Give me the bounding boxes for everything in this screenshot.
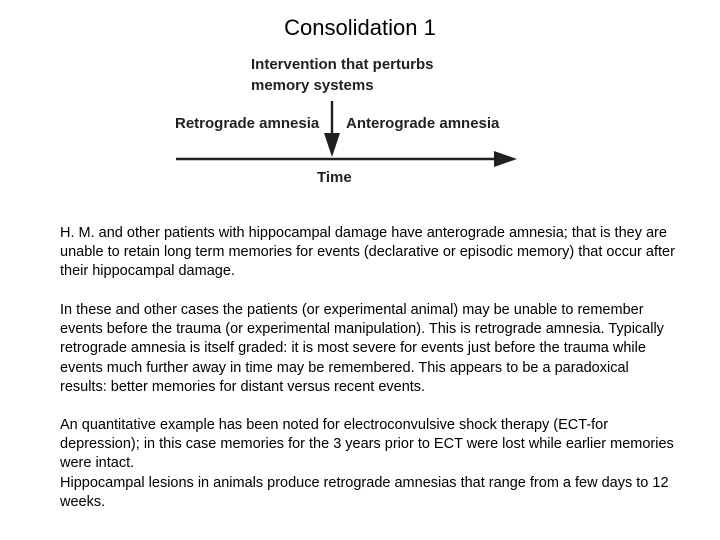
intervention-label-line1: Intervention that perturbs bbox=[251, 56, 434, 73]
paragraph-ect-example: An quantitative example has been noted f… bbox=[60, 417, 674, 472]
paragraph-retrograde: In these and other cases the patients (o… bbox=[60, 302, 664, 395]
time-axis-label: Time bbox=[317, 169, 352, 186]
paragraph-hippocampal-lesions: Hippocampal lesions in animals produce r… bbox=[60, 475, 669, 511]
anterograde-amnesia-label: Anterograde amnesia bbox=[346, 115, 500, 132]
slide-title: Consolidation 1 bbox=[284, 15, 436, 40]
retrograde-amnesia-label: Retrograde amnesia bbox=[175, 115, 320, 132]
time-axis-arrowhead bbox=[494, 151, 517, 167]
intervention-arrowhead bbox=[324, 133, 340, 157]
paragraph-anterograde: H. M. and other patients with hippocampa… bbox=[60, 225, 675, 280]
intervention-label-line2: memory systems bbox=[251, 77, 374, 94]
amnesia-timeline-diagram: Intervention that perturbs memory system… bbox=[175, 56, 517, 186]
